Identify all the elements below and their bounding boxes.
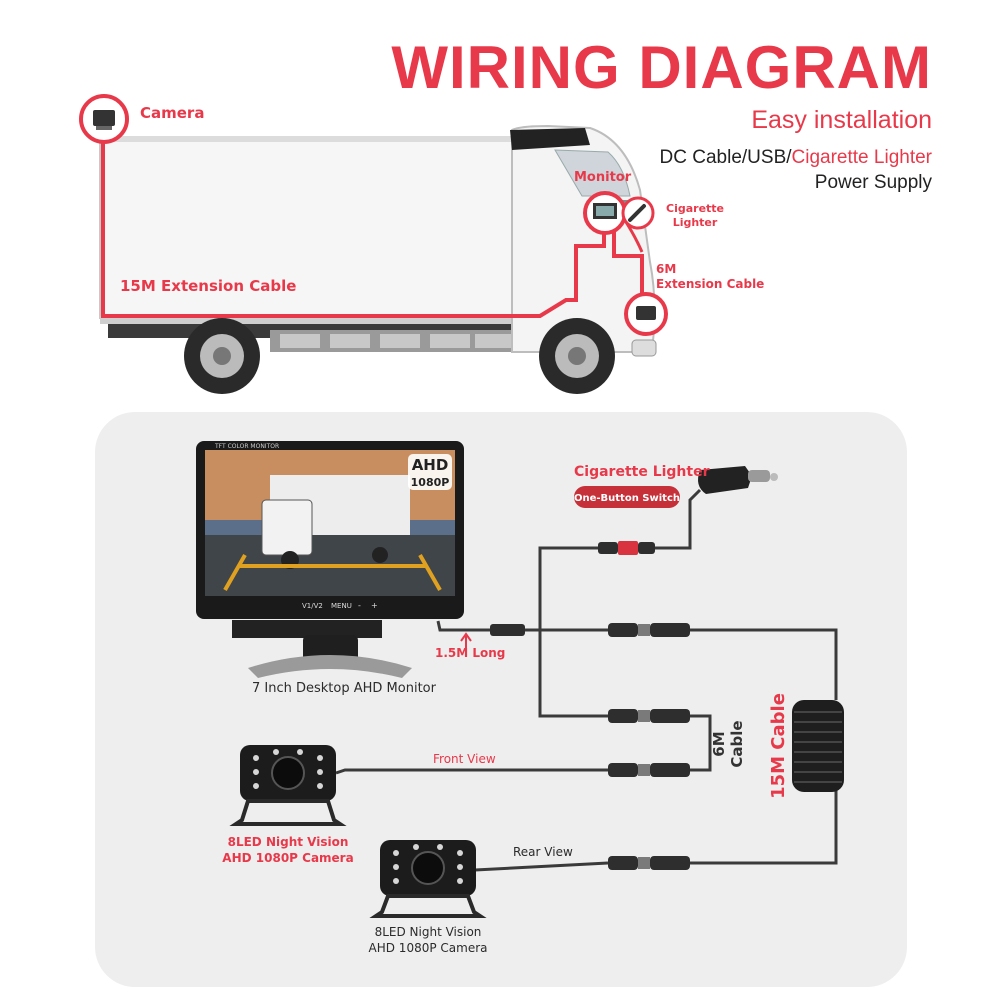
connector-main xyxy=(490,624,525,636)
cable-6m-line-1: 6M xyxy=(710,731,728,756)
connector-rear xyxy=(608,856,690,870)
rear-camera-caption: 8LED Night Vision AHD 1080P Camera xyxy=(368,925,488,955)
monitor-brand: TFT COLOR MONITOR xyxy=(214,443,279,450)
power-dc-text: DC Cable/USB/ xyxy=(659,147,792,168)
monitor-badge-ahd: AHD xyxy=(412,456,449,474)
truck-cargo-box xyxy=(99,139,513,319)
cable-15m-label: 15M Cable xyxy=(768,693,789,799)
connector-middle xyxy=(608,709,690,723)
truck-6m-label: 6M Extension Cable xyxy=(656,262,765,291)
truck-15m-cable xyxy=(101,132,606,318)
rear-view-label: Rear View xyxy=(513,845,573,859)
kit-cables xyxy=(335,488,838,872)
monitor-button-v1v2: V1/V2 xyxy=(302,602,323,610)
truck-monitor-label: Monitor xyxy=(574,170,632,185)
ahd-monitor xyxy=(196,441,464,678)
diagram-title: WIRING DIAGRAM xyxy=(391,34,932,101)
cigarette-lighter-plug xyxy=(698,466,778,494)
connector-top xyxy=(608,623,690,637)
truck-6m-cable xyxy=(612,222,644,300)
truck-illustration xyxy=(79,94,668,394)
cig-switch-label: One-Button Switch xyxy=(574,493,680,504)
power-line-2: Power Supply xyxy=(814,172,932,193)
diagram-subtitle: Easy installation xyxy=(751,106,932,134)
connector-front xyxy=(608,763,690,777)
cable-6m-line-2: Cable xyxy=(728,720,746,767)
monitor-caption: 7 Inch Desktop AHD Monitor xyxy=(252,681,436,696)
truck-camera-label: Camera xyxy=(140,104,205,122)
cig-switch-badge xyxy=(574,486,680,508)
cig-lighter-label: Cigarette Lighter xyxy=(574,464,710,480)
truck-rear-wheel xyxy=(184,318,260,394)
cable-length-label: 1.5M Long xyxy=(435,646,506,660)
front-camera xyxy=(229,745,347,826)
power-supply-note: DC Cable/USB/Cigarette Lighter Power Sup… xyxy=(660,145,932,195)
rear-camera xyxy=(369,840,487,918)
length-arrow xyxy=(460,632,472,654)
coiled-15m-cable xyxy=(792,700,844,792)
monitor-button-minus: - xyxy=(358,601,361,610)
truck-15m-label: 15M Extension Cable xyxy=(120,277,297,295)
monitor-badge-1080p: 1080P xyxy=(411,476,450,489)
monitor-button-plus: + xyxy=(371,601,378,610)
front-camera-caption: 8LED Night Vision AHD 1080P Camera xyxy=(222,835,354,865)
truck-front-wheel xyxy=(539,318,615,394)
truck-cigarette-label: Cigarette Lighter xyxy=(666,202,725,229)
connector-cig xyxy=(598,541,655,555)
front-view-label: Front View xyxy=(433,752,496,766)
power-cig-text: Cigarette Lighter xyxy=(791,147,932,168)
monitor-button-bar: V1/V2 MENU - + xyxy=(302,601,378,610)
monitor-button-menu: MENU xyxy=(331,602,352,610)
